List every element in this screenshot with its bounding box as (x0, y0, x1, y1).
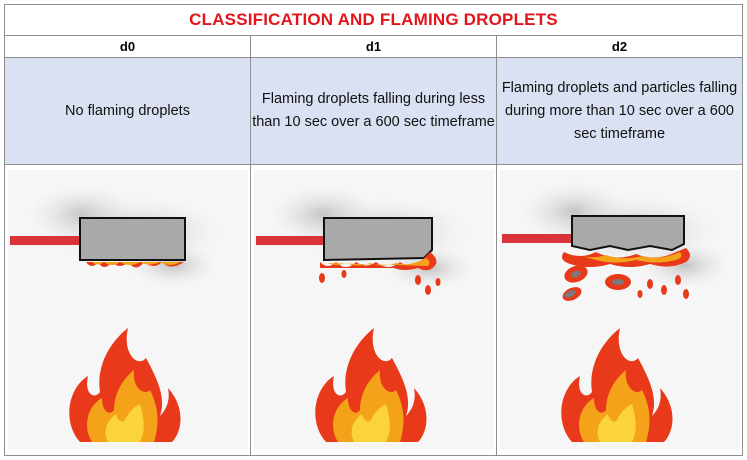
burner-rod-icon (255, 236, 324, 245)
description-d0: No flaming droplets (4, 57, 251, 165)
header-d0: d0 (4, 35, 251, 58)
scene-d1-icon (253, 170, 494, 450)
classification-table: CLASSIFICATION AND FLAMING DROPLETS d0 d… (4, 4, 743, 456)
title-row: CLASSIFICATION AND FLAMING DROPLETS (4, 4, 743, 36)
specimen-block-icon (322, 217, 433, 262)
header-d2: d2 (496, 35, 743, 58)
illustration-d0 (4, 164, 251, 456)
scene-d0-icon (7, 170, 248, 450)
specimen-block-icon (78, 217, 186, 261)
flame-icon (68, 328, 180, 442)
illustration-d2 (496, 164, 743, 456)
flame-icon (560, 328, 672, 442)
droplet-icon (562, 265, 689, 301)
description-d1: Flaming droplets falling during less tha… (250, 57, 497, 165)
illustration-d1 (250, 164, 497, 456)
scene-d2-icon (499, 170, 740, 450)
specimen-block-icon (570, 215, 685, 252)
droplet-icon (318, 270, 440, 295)
burner-rod-icon (501, 234, 572, 243)
burner-rod-icon (9, 236, 80, 245)
flame-icon (314, 328, 426, 442)
table-title: CLASSIFICATION AND FLAMING DROPLETS (189, 10, 558, 29)
description-d2: Flaming droplets and particles falling d… (496, 57, 743, 165)
header-d1: d1 (250, 35, 497, 58)
